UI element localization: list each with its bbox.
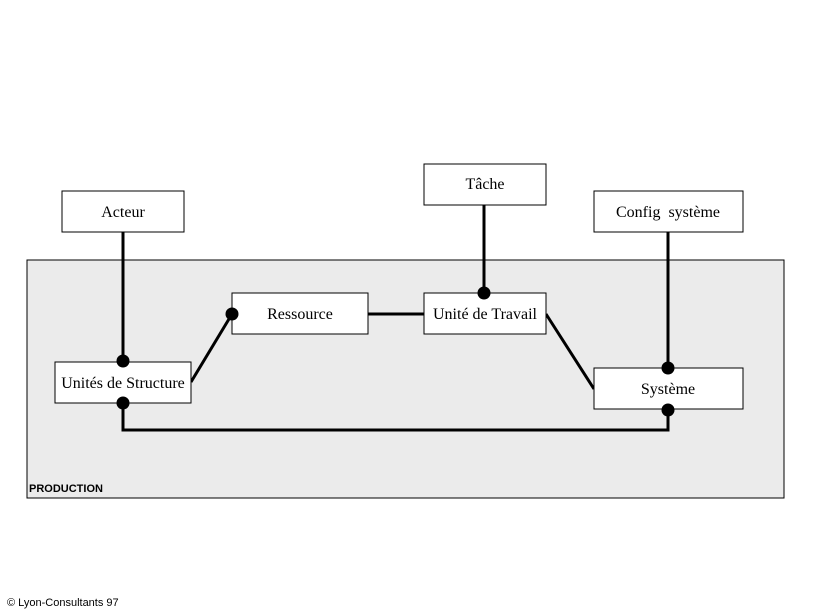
node-unite-travail-label: Unité de Travail — [433, 306, 538, 323]
node-ressource-label: Ressource — [267, 306, 333, 323]
connector-dot-unites-structure-bottom — [116, 396, 130, 410]
node-systeme-label: Système — [641, 381, 695, 398]
connector-dot-unite-travail-top — [477, 286, 491, 300]
copyright-footer: © Lyon-Consultants 97 — [7, 597, 119, 609]
node-acteur: Acteur — [61, 190, 185, 233]
node-unites-structure-label: Unités de Structure — [61, 375, 185, 392]
connector-dot-unites-structure-top — [116, 354, 130, 368]
node-acteur-label: Acteur — [101, 204, 145, 221]
connector-unites-structure-ressource — [189, 313, 234, 383]
node-tache: Tâche — [423, 163, 547, 206]
node-config-systeme: Config système — [593, 190, 744, 233]
connector-unites-structure-systeme — [121, 403, 670, 432]
connector-dot-ressource-left — [225, 307, 239, 321]
connector-dot-systeme-top — [661, 361, 675, 375]
connector-dot-systeme-bottom — [661, 403, 675, 417]
node-ressource: Ressource — [231, 292, 369, 335]
node-config-systeme-label: Config système — [616, 204, 720, 221]
connector-unite-travail-systeme — [544, 313, 596, 390]
production-region-label: PRODUCTION — [29, 483, 103, 495]
node-unite-travail: Unité de Travail — [423, 292, 547, 335]
node-tache-label: Tâche — [465, 176, 504, 193]
